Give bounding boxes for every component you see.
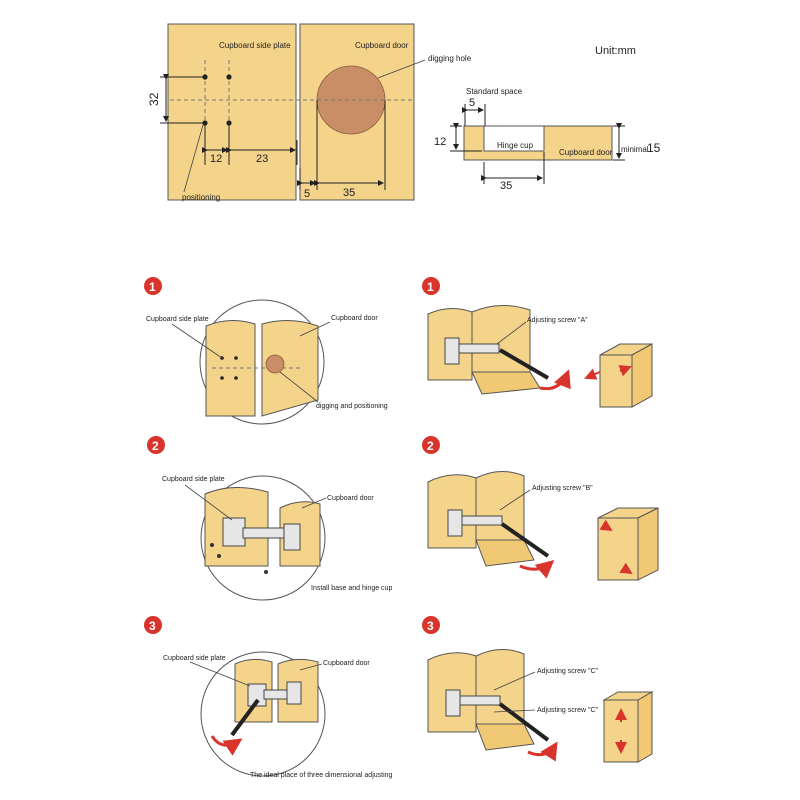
rotate-arrow-icon (539, 369, 571, 391)
step-badge (422, 277, 440, 295)
pilot-hole (220, 376, 224, 380)
door-panel (475, 471, 525, 541)
minimal-label: minimal (621, 145, 649, 154)
cabinet-front (603, 699, 639, 763)
rotate-arrow-icon (519, 560, 555, 579)
direction-arrow-icon (584, 368, 601, 380)
screw-icon (264, 570, 268, 574)
screw-icon (217, 554, 221, 558)
screwdriver-icon (500, 522, 550, 558)
rotate-arrow-icon (210, 735, 243, 756)
unit-label: Unit:mm (595, 45, 636, 57)
cabinet-front (597, 517, 639, 581)
right-step-2: 2 Adjusting screw "B" (422, 436, 659, 581)
dim-32: 32 (147, 92, 161, 106)
step-number: 3 (149, 619, 156, 633)
cabinet-side (631, 343, 653, 408)
hinge-cup-label: Hinge cup (497, 141, 534, 150)
cross-dim-12: 12 (434, 136, 446, 148)
door-edge (471, 371, 541, 395)
screwdriver-icon (498, 348, 550, 380)
side-plate-label: Cupboard side plate (163, 655, 226, 662)
dim-12: 12 (210, 153, 222, 165)
dim-23: 23 (256, 153, 268, 165)
cross-door-label: Cupboard door (559, 148, 613, 157)
door-edge (475, 723, 535, 751)
direction-arrow-icon (618, 365, 632, 377)
side-plate-label: Cupboard side plate (219, 41, 291, 50)
hinge-base (445, 689, 461, 717)
cross-dim-5: 5 (469, 97, 475, 109)
dim-35: 35 (343, 187, 355, 199)
hinge-arm (263, 689, 291, 700)
screwdriver-icon (230, 698, 260, 737)
left-step-1: 1 Cupboard side plate Cupboard door digg… (144, 277, 388, 425)
step-caption: Install base and hinge cup (311, 585, 392, 592)
screw-label-2: Adjusting screw "C" (537, 707, 599, 714)
right-step-1: 1 Adjusting screw "A" (422, 277, 653, 408)
cabinet-side (637, 507, 659, 581)
screw-label: Adjusting screw "B" (532, 485, 593, 492)
hinge-cup (286, 681, 302, 705)
minimal-value: 15 (647, 141, 661, 155)
cabinet-side (637, 691, 653, 763)
step-number: 3 (427, 619, 434, 633)
door-edge (475, 539, 535, 567)
door-label: Cupboard door (327, 495, 374, 502)
step-number: 2 (427, 439, 434, 453)
digging-hole-label: digging hole (428, 54, 472, 63)
side-plate-panel (167, 23, 297, 201)
step-badge (147, 436, 165, 454)
right-step-3: 3 Adjusting screw "C" Adjusting screw "C… (422, 616, 654, 763)
hinge-arm (459, 695, 501, 706)
side-plate-panel (205, 320, 256, 417)
step-caption: digging and positioning (316, 403, 388, 410)
screw-icon (210, 543, 214, 547)
hinge-cup-recess (483, 125, 545, 152)
direction-arrow-icon (599, 519, 613, 532)
hinge-cup (283, 523, 301, 551)
step-badge (422, 616, 440, 634)
screw-label: Adjusting screw "A" (527, 317, 588, 324)
pilot-hole (234, 376, 238, 380)
hinge-base (222, 517, 246, 547)
door-label: Cupboard door (323, 660, 370, 667)
hinge-arm (458, 343, 500, 354)
door-panel (475, 649, 525, 725)
screwdriver-icon (498, 702, 550, 742)
step-badge (422, 436, 440, 454)
top-dimension-drawing: Cupboard side plate Cupboard door diggin… (147, 23, 661, 202)
side-plate-label: Cupboard side plate (162, 476, 225, 483)
left-step-3: 3 Cupboard side plate Cupboard door The … (144, 616, 393, 779)
side-plate-label: Cupboard side plate (146, 316, 209, 323)
door-label: Cupboard door (355, 41, 409, 50)
step-number: 1 (427, 280, 434, 294)
left-step-2: 2 Cupboard side plate Cupboard door Inst… (147, 436, 392, 601)
pilot-hole (226, 120, 232, 126)
step-badge (144, 277, 162, 295)
door-panel (471, 305, 531, 373)
screw-label: Adjusting screw "C" (537, 668, 599, 675)
hinge-base (444, 337, 460, 365)
rotate-arrow-icon (527, 741, 558, 762)
positioning-label: positioning (182, 193, 220, 202)
hinge-base (447, 509, 463, 537)
direction-arrow-icon (619, 562, 633, 575)
door-label: Cupboard door (331, 315, 378, 322)
dim-5: 5 (304, 188, 310, 200)
hinge-arm (461, 515, 503, 526)
step-caption: The ideal place of three dimensional adj… (250, 772, 393, 779)
step-number: 2 (152, 439, 159, 453)
step-badge (144, 616, 162, 634)
pilot-hole (226, 74, 232, 80)
pilot-hole (234, 356, 238, 360)
cabinet-front (599, 354, 633, 408)
step-number: 1 (149, 280, 156, 294)
cross-dim-35: 35 (500, 180, 512, 192)
standard-space-label: Standard space (466, 87, 523, 96)
cup-hole (265, 354, 285, 374)
